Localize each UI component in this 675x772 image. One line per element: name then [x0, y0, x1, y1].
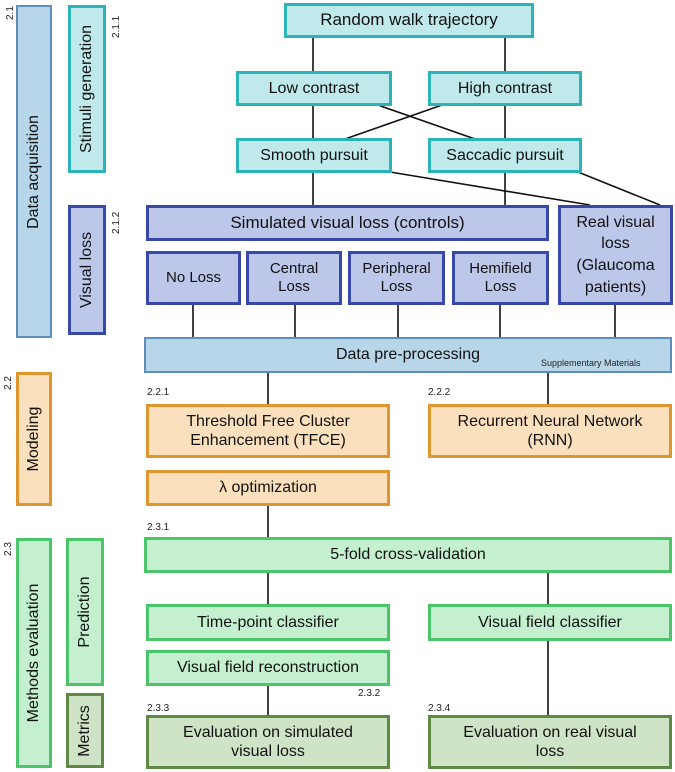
node-eval-simulated: Evaluation on simulated visual loss [146, 715, 390, 769]
section-visual-loss: Visual loss [68, 205, 106, 335]
node-smooth-pursuit: Smooth pursuit [236, 138, 392, 173]
node-cross-validation: 5-fold cross-validation [144, 537, 672, 573]
section-data-acquisition-label: Data acquisition [25, 114, 42, 229]
number-2-1-1: 2.1.1 [111, 15, 122, 38]
connector [374, 103, 476, 140]
node-rnn: Recurrent Neural Network (RNN) [428, 404, 672, 458]
node-tfce: Threshold Free Cluster Enhancement (TFCE… [146, 404, 390, 458]
section-methods-evaluation-label: Methods evaluation [25, 583, 42, 723]
node-peripheral-loss: Peripheral Loss [348, 251, 445, 305]
node-saccadic-pursuit: Saccadic pursuit [428, 138, 582, 173]
section-stimuli-generation-label: Stimuli generation [78, 24, 95, 154]
node-lambda-optimization: λ optimization [146, 470, 390, 506]
node-real-visual-loss: Real visual loss (Glaucoma patients) [558, 205, 673, 305]
section-metrics-label: Metrics [76, 704, 93, 757]
section-data-acquisition: Data acquisition [16, 5, 52, 338]
supplementary-materials-note: Supplementary Materials [541, 358, 641, 368]
connector [577, 171, 661, 206]
section-visual-loss-label: Visual loss [78, 231, 95, 309]
section-prediction: Prediction [66, 538, 104, 686]
number-2-1: 2.1 [5, 6, 16, 20]
connector [389, 171, 591, 206]
number-2-3-2: 2.3.2 [358, 688, 381, 699]
connector [344, 103, 446, 140]
node-simulated-visual-loss: Simulated visual loss (controls) [146, 205, 549, 241]
node-timepoint-classifier: Time-point classifier [146, 604, 390, 641]
node-low-contrast: Low contrast [236, 71, 392, 106]
section-metrics: Metrics [66, 693, 104, 768]
number-2-3-4: 2.3.4 [428, 703, 451, 714]
node-central-loss: Central Loss [246, 251, 342, 305]
section-methods-evaluation: Methods evaluation [16, 538, 52, 768]
number-2-3-3: 2.3.3 [147, 703, 170, 714]
node-data-preprocessing: Data pre-processing [144, 337, 672, 373]
section-modeling: Modeling [16, 372, 52, 506]
section-modeling-label: Modeling [25, 406, 42, 472]
node-visual-field-reconstruction: Visual field reconstruction [146, 650, 390, 686]
node-high-contrast: High contrast [428, 71, 582, 106]
section-stimuli-generation: Stimuli generation [68, 5, 106, 173]
number-2-2-1: 2.2.1 [147, 387, 170, 398]
number-2-2: 2.2 [3, 376, 14, 390]
number-2-1-2: 2.1.2 [111, 211, 122, 234]
node-no-loss: No Loss [146, 251, 241, 305]
number-2-2-2: 2.2.2 [428, 387, 451, 398]
node-visual-field-classifier: Visual field classifier [428, 604, 672, 641]
section-prediction-label: Prediction [76, 576, 93, 648]
node-eval-real: Evaluation on real visual loss [428, 715, 672, 769]
number-2-3: 2.3 [3, 542, 14, 556]
node-hemifield-loss: Hemifield Loss [452, 251, 549, 305]
number-2-3-1: 2.3.1 [147, 522, 170, 533]
node-random-walk: Random walk trajectory [284, 3, 534, 38]
